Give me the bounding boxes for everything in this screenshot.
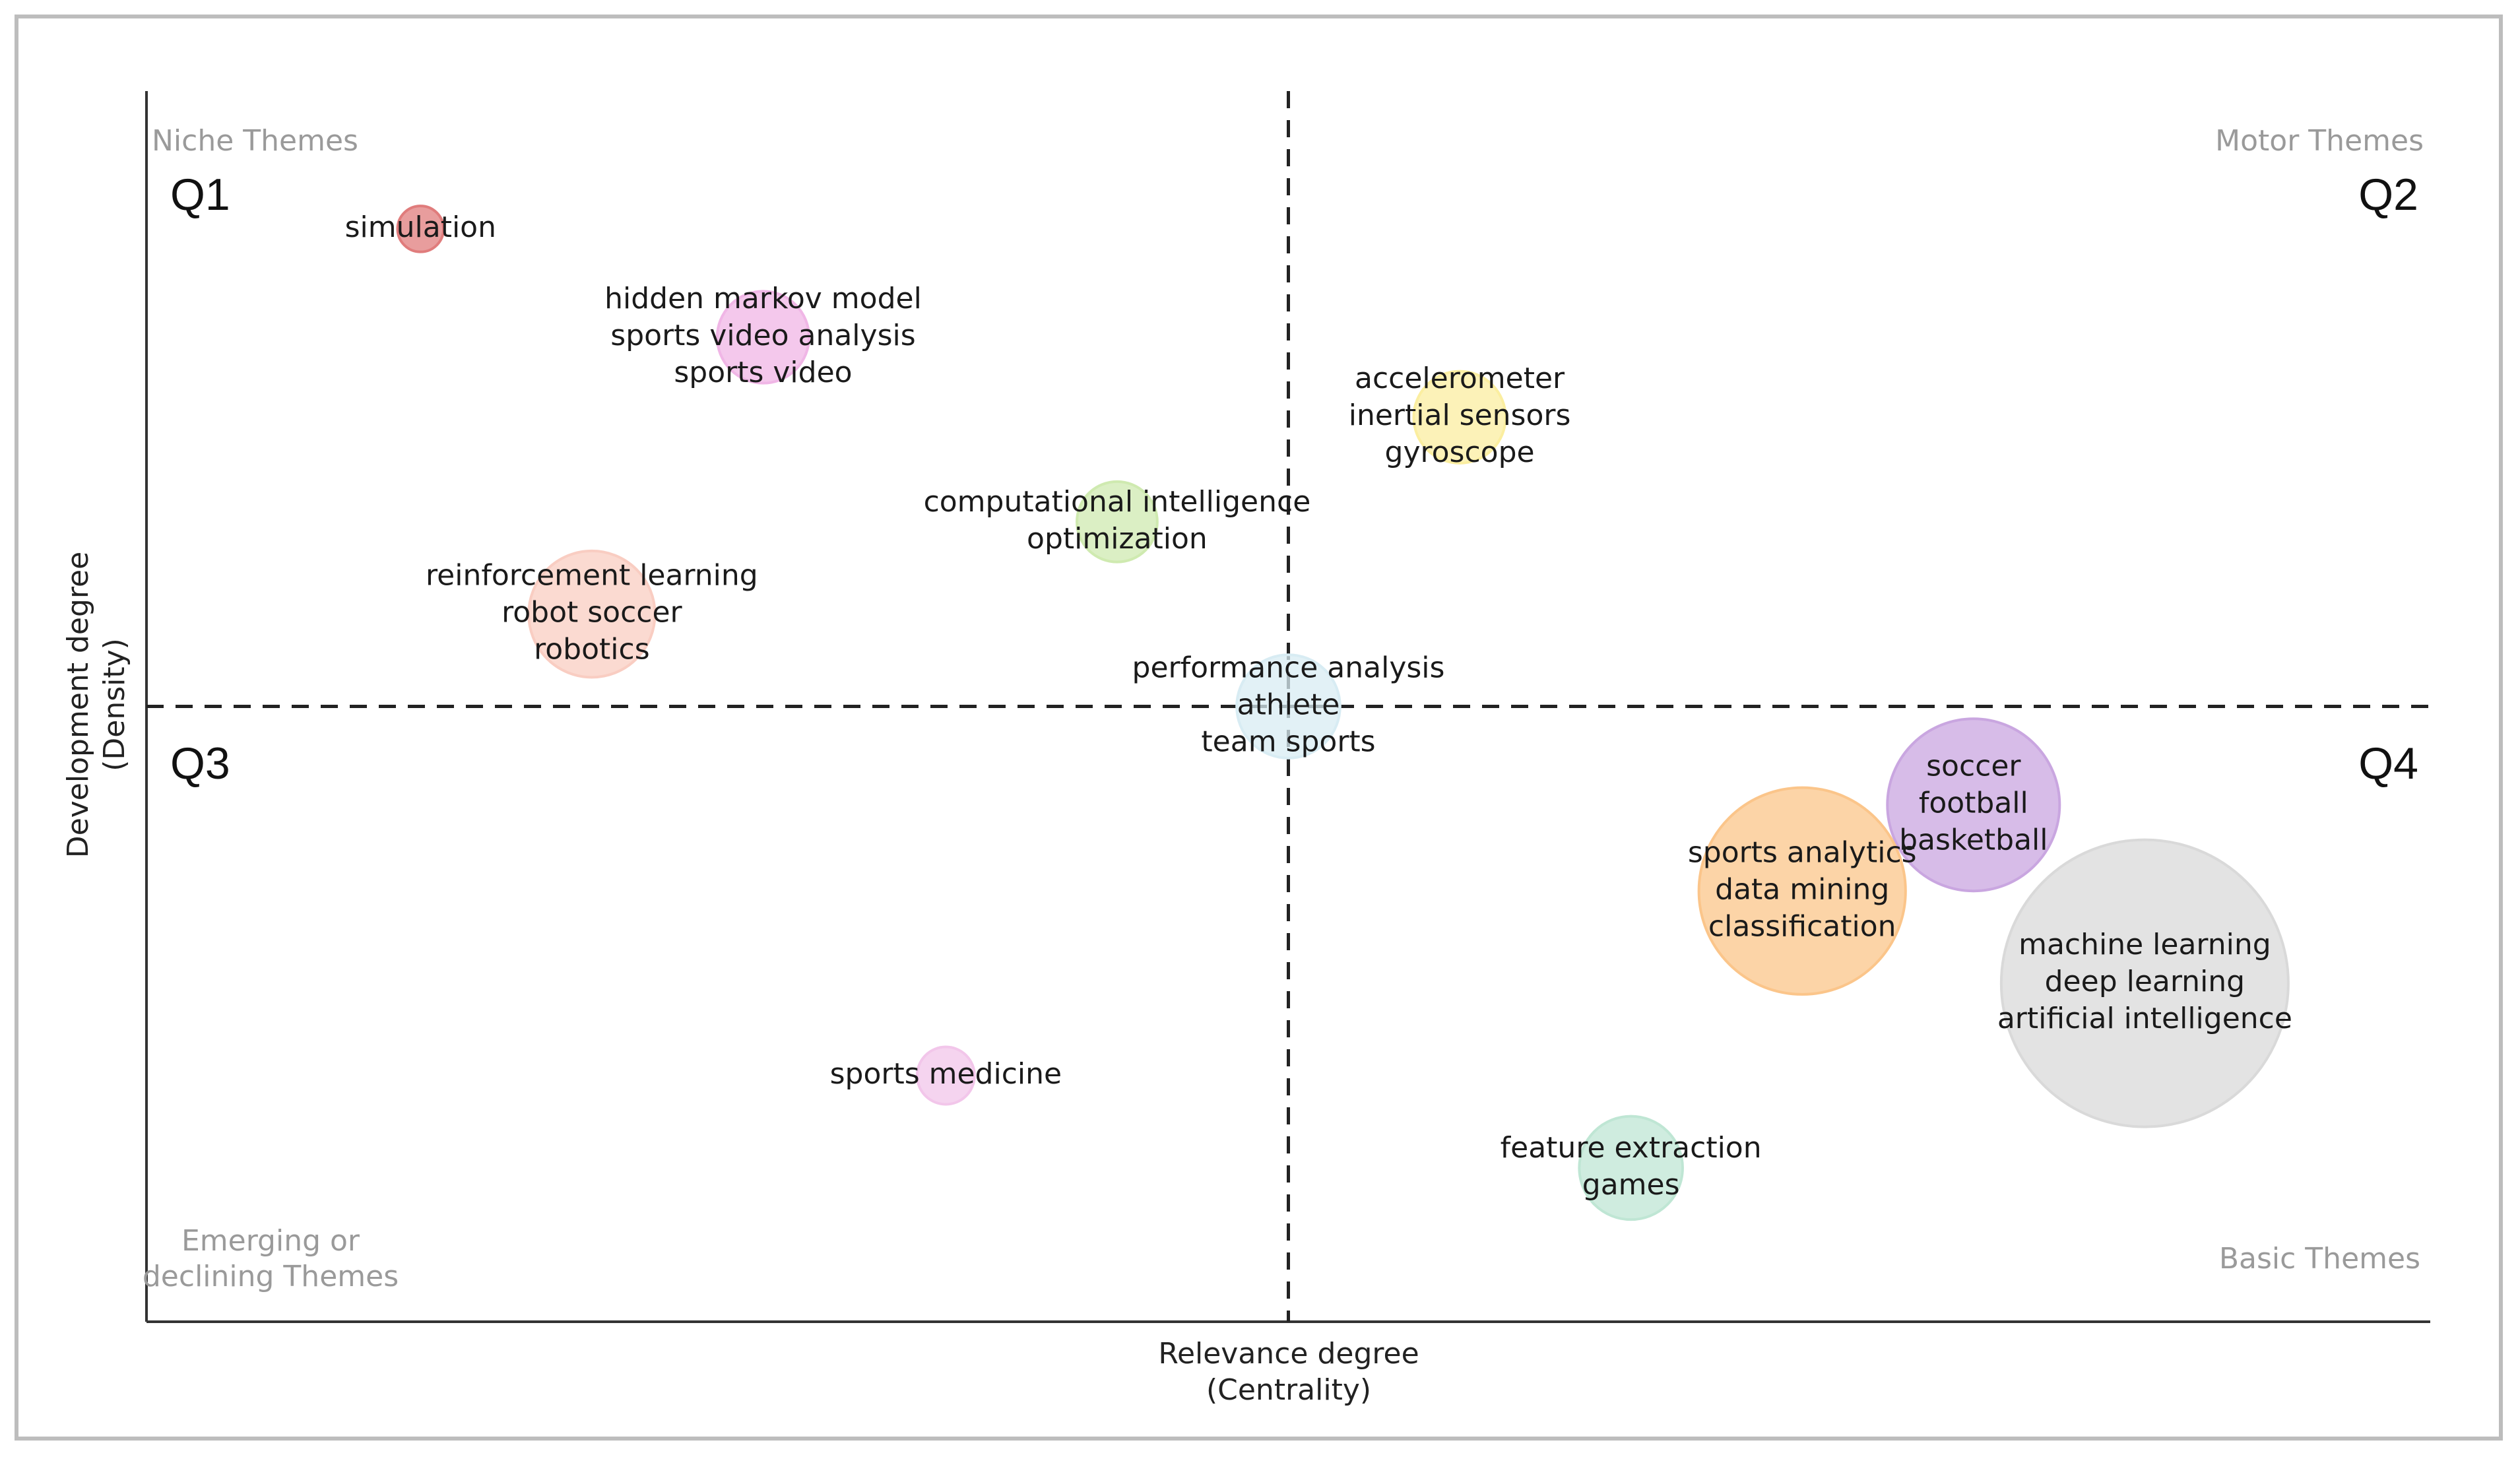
bubble-11 — [1578, 1115, 1684, 1221]
bubble-label-6-2: athlete — [1237, 688, 1340, 722]
bubble-label-7-1: soccer — [1926, 750, 2021, 783]
bubble-4 — [1076, 480, 1159, 564]
quadrant-q2-label: Q2 — [2358, 170, 2418, 220]
x-axis-title-line1: Relevance degree — [1158, 1337, 1419, 1371]
bubble-label-8-2: data mining — [1715, 872, 1889, 906]
bubble-2 — [715, 290, 811, 385]
bubble-6 — [1235, 653, 1341, 760]
bubble-label-9-3: artificial intelligence — [1997, 1002, 2292, 1035]
bubble-9 — [1999, 838, 2290, 1128]
quadrant-q4-label: Q4 — [2358, 738, 2418, 789]
bubble-label-8-3: classification — [1708, 909, 1896, 943]
niche-themes-label: Niche Themes — [152, 124, 358, 158]
bubble-label-8-1: sports analytics — [1688, 835, 1917, 869]
bubble-5 — [527, 549, 657, 679]
motor-themes-label: Motor Themes — [2215, 124, 2424, 158]
bubble-label-5-3: robotics — [534, 633, 649, 666]
quadrant-q1-label: Q1 — [170, 170, 230, 220]
bubble-7 — [1886, 717, 2061, 893]
x-axis-title-line2: (Centrality) — [1206, 1373, 1371, 1407]
bubble-label-layer: simulation hidden markov model sports vide… — [345, 211, 2292, 1202]
quadrant-q3-label: Q3 — [170, 738, 230, 789]
bubble-3 — [1412, 370, 1507, 465]
emerging-themes-label-line1: Emerging or — [181, 1224, 360, 1258]
bubble-label-6-3: team sports — [1201, 725, 1375, 759]
emerging-themes-label-line2: declining Themes — [143, 1260, 399, 1293]
bubble-label-2-2: sports video analysis — [610, 319, 915, 352]
bubble-layer — [396, 205, 2290, 1221]
bubble-8 — [1697, 786, 1907, 996]
bubble-label-9-2: deep learning — [2045, 965, 2245, 998]
bubble-label-9-1: machine learning — [2019, 928, 2271, 961]
bubble-1 — [396, 205, 445, 253]
bubble-10 — [915, 1045, 976, 1106]
basic-themes-label: Basic Themes — [2219, 1242, 2420, 1276]
bubble-label-11-2: games — [1582, 1168, 1680, 1202]
bubble-label-7-2: football — [1919, 787, 2028, 820]
bubble-label-2-3: sports video — [674, 356, 852, 389]
bubble-label-3-1: accelerometer — [1355, 362, 1565, 395]
bubble-label-3-3: gyroscope — [1385, 436, 1535, 469]
bubble-label-6-1: performance analysis — [1132, 651, 1445, 685]
bubble-label-7-3: basketball — [1899, 824, 2048, 857]
bubble-label-1-1: simulation — [345, 211, 496, 244]
bubble-label-4-1: computational intelligence — [924, 485, 1311, 519]
bubble-label-11-1: feature extraction — [1501, 1131, 1762, 1165]
y-axis-title-line1: Development degree — [61, 552, 95, 858]
bubble-label-3-2: inertial sensors — [1349, 399, 1571, 432]
y-axis-title-line2: (Density) — [98, 638, 131, 771]
bubble-label-5-2: robot soccer — [501, 596, 682, 630]
bubble-label-10-1: sports medicine — [830, 1057, 1062, 1091]
bubble-label-4-2: optimization — [1027, 522, 1208, 556]
bubble-label-5-1: reinforcement learning — [426, 559, 758, 593]
bubble-label-2-1: hidden markov model — [604, 282, 922, 315]
